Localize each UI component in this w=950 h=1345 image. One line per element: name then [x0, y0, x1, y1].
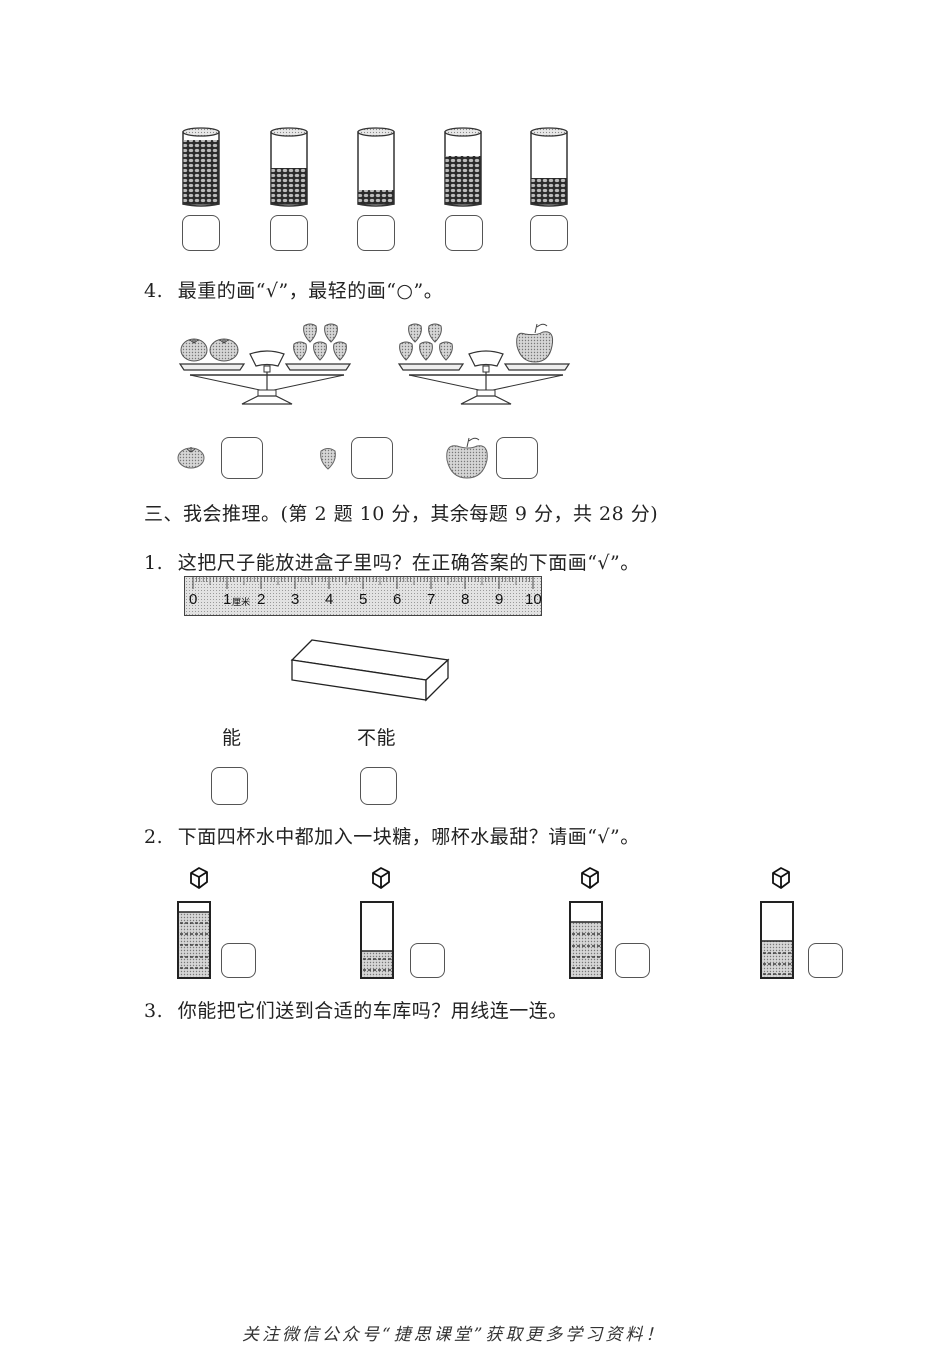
apple-answer-box[interactable]	[496, 437, 538, 479]
question-3-2-title: 2. 下面四杯水中都加入一块糖，哪杯水最甜？请画“√”。	[144, 825, 640, 849]
bean-jar-5	[530, 127, 568, 207]
jar-answer-box-4[interactable]	[445, 215, 483, 251]
question-4-text: 最重的画“√”，最轻的画“○”。	[177, 280, 444, 302]
strawberry-icon	[428, 323, 442, 343]
strawberry-icon	[399, 341, 413, 361]
tomato-icon	[177, 447, 205, 469]
question-3-1-title: 1. 这把尺子能放进盒子里吗？在正确答案的下面画“√”。	[144, 551, 640, 575]
question-3-2-text: 下面四杯水中都加入一块糖，哪杯水最甜？请画“√”。	[177, 826, 640, 848]
bean-jar-4	[444, 127, 482, 207]
box-cuboid	[290, 639, 450, 702]
ruler-label-9: 9	[495, 591, 504, 608]
jar-answer-box-2[interactable]	[270, 215, 308, 251]
balance-scale-1	[178, 323, 352, 405]
strawberry-icon	[303, 323, 317, 343]
question-3-1-text: 这把尺子能放进盒子里吗？在正确答案的下面画“√”。	[177, 552, 640, 574]
ruler-label-5: 5	[359, 591, 368, 608]
apple-icon	[516, 323, 554, 363]
bean-jar-1	[182, 127, 220, 207]
cup-3-answer-box[interactable]	[615, 943, 650, 978]
sugar-cube-icon	[190, 867, 208, 889]
ruler: 0 1 厘米 2 3 4 5 6 7 8 9 10	[184, 576, 542, 616]
ruler-label-0: 0	[189, 591, 198, 608]
apple-icon	[446, 437, 488, 479]
ruler-label-6: 6	[393, 591, 402, 608]
section-3-heading: 三、我会推理。(第 2 题 10 分，其余每题 9 分，共 28 分)	[144, 503, 659, 525]
water-cup-1	[177, 901, 211, 979]
water-cup-2	[360, 901, 394, 979]
option-can-label: 能	[222, 727, 242, 749]
question-3-3-title: 3. 你能把它们送到合适的车库吗？用线连一连。	[144, 999, 568, 1023]
strawberry-icon	[408, 323, 422, 343]
strawberry-icon	[293, 341, 307, 361]
question-3-1-number: 1.	[144, 552, 164, 574]
tomato-icon	[180, 338, 208, 362]
tomato-answer-box[interactable]	[221, 437, 263, 479]
option-can-answer-box[interactable]	[211, 767, 248, 805]
ruler-labels: 0 1 厘米 2 3 4 5 6 7 8 9 10	[185, 591, 542, 611]
strawberry-answer-box[interactable]	[351, 437, 393, 479]
ruler-unit: 厘米	[232, 597, 251, 607]
footer-note: 关注微信公众号“捷思课堂”获取更多学习资料！	[242, 1325, 666, 1345]
question-3-2-number: 2.	[144, 826, 164, 848]
strawberry-icon	[439, 341, 453, 361]
ruler-ticks	[192, 577, 534, 589]
balance-scale-2	[397, 323, 571, 405]
ruler-label-4: 4	[325, 591, 334, 608]
strawberry-icon	[419, 341, 433, 361]
sugar-cube-icon	[581, 867, 599, 889]
jar-answer-box-1[interactable]	[182, 215, 220, 251]
jar-answer-box-5[interactable]	[530, 215, 568, 251]
strawberry-icon	[313, 341, 327, 361]
bean-jar-3	[357, 127, 395, 207]
question-3-3-number: 3.	[144, 1000, 164, 1022]
ruler-label-7: 7	[427, 591, 436, 608]
question-3-3-text: 你能把它们送到合适的车库吗？用线连一连。	[177, 1000, 568, 1022]
cup-2-answer-box[interactable]	[410, 943, 445, 978]
strawberry-icon	[333, 341, 347, 361]
option-cannot-label: 不能	[357, 727, 397, 749]
cup-4-answer-box[interactable]	[808, 943, 843, 978]
sugar-cube-icon	[372, 867, 390, 889]
option-cannot-answer-box[interactable]	[360, 767, 397, 805]
ruler-label-3: 3	[291, 591, 300, 608]
jar-answer-box-3[interactable]	[357, 215, 395, 251]
bean-jar-2	[270, 127, 308, 207]
strawberry-icon	[320, 448, 336, 470]
ruler-label-1: 1	[223, 591, 232, 608]
strawberry-icon	[324, 323, 338, 343]
ruler-label-2: 2	[257, 591, 266, 608]
question-4-title: 4. 最重的画“√”，最轻的画“○”。	[144, 279, 443, 303]
water-cup-3	[569, 901, 603, 979]
ruler-label-10: 10	[525, 591, 542, 608]
tomato-icon	[209, 338, 239, 362]
sugar-cube-icon	[772, 867, 790, 889]
ruler-label-8: 8	[461, 591, 470, 608]
water-cup-4	[760, 901, 794, 979]
question-4-number: 4.	[144, 280, 164, 302]
cup-1-answer-box[interactable]	[221, 943, 256, 978]
